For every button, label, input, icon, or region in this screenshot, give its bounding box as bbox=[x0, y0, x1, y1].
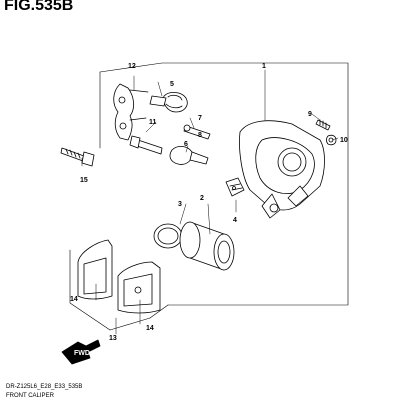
callout-4: 4 bbox=[233, 217, 237, 224]
callout-11: 11 bbox=[149, 119, 157, 126]
callout-3: 3 bbox=[178, 201, 182, 208]
callout-2: 2 bbox=[200, 195, 204, 202]
bleeder-cap bbox=[326, 134, 337, 146]
callout-6: 6 bbox=[184, 141, 188, 148]
figure-code: DR-Z125L6_E28_E33_535B bbox=[6, 384, 83, 390]
piston-seal bbox=[153, 223, 183, 249]
callout-14-right: 14 bbox=[146, 325, 154, 332]
mounting-bolt bbox=[60, 147, 95, 167]
pin-bolt bbox=[129, 135, 163, 155]
callout-5: 5 bbox=[170, 81, 174, 88]
callout-1: 1 bbox=[262, 63, 266, 70]
brake-pad-outer bbox=[117, 261, 161, 314]
caliper-bracket bbox=[113, 83, 149, 141]
fwd-arrow: FWD bbox=[61, 339, 101, 365]
bleeder-screw bbox=[315, 119, 331, 131]
callout-13: 13 bbox=[109, 335, 117, 342]
figure-caption: FRONT CALIPER bbox=[6, 393, 54, 399]
figure-title: FIG.535B bbox=[4, 0, 74, 14]
dust-boot bbox=[149, 92, 188, 113]
callout-14-left: 14 bbox=[70, 296, 78, 303]
caliper-body bbox=[239, 120, 325, 219]
leader-lines bbox=[81, 69, 339, 335]
callout-9: 9 bbox=[308, 111, 312, 118]
slide-pin bbox=[183, 124, 211, 140]
pin-boot bbox=[169, 146, 209, 165]
pad-spring bbox=[225, 177, 245, 197]
callout-8: 8 bbox=[198, 132, 202, 139]
callout-12: 12 bbox=[128, 63, 136, 70]
piston bbox=[179, 221, 235, 271]
callout-15: 15 bbox=[80, 177, 88, 184]
assembly-frame bbox=[69, 62, 349, 331]
callout-10: 10 bbox=[340, 137, 348, 144]
fwd-label: FWD bbox=[74, 350, 90, 357]
brake-pad-inner bbox=[77, 239, 113, 300]
callout-7: 7 bbox=[198, 115, 202, 122]
